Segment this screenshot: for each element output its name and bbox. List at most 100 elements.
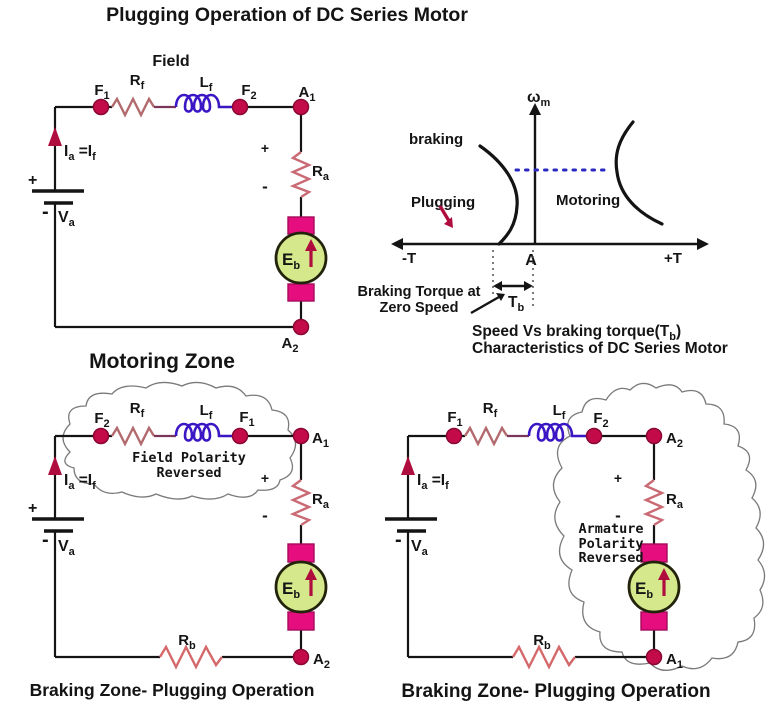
current-arrow-icon <box>401 456 415 475</box>
armature-plus-label: + <box>261 140 269 156</box>
braking-armature-reversed-circuit: - Va Ia =If Eb F1 Rf Lf F2 A2 A1 + <box>385 382 766 701</box>
battery <box>385 517 437 533</box>
armature-plus-label: + <box>261 470 269 486</box>
armature-resistor <box>289 151 312 199</box>
rf-label: Rf <box>483 400 498 420</box>
battery <box>32 517 84 533</box>
armature-minus-label: - <box>615 506 621 525</box>
tb-label: Tb <box>508 294 524 314</box>
a2-label: A2 <box>313 651 330 671</box>
field-reversed-note-line2: Reversed <box>156 465 221 481</box>
rb-label: Rb <box>178 632 196 652</box>
speed-axis-label: ωm <box>527 89 551 109</box>
node-a1 <box>292 427 310 445</box>
ra-label: Ra <box>312 491 330 511</box>
graph-caption-line2: Characteristics of DC Series Motor <box>472 340 728 357</box>
neg-torque-label: -T <box>402 250 416 267</box>
rf-label: Rf <box>130 72 145 92</box>
armature-resistor <box>289 479 312 527</box>
armature-plus-label: + <box>614 470 622 486</box>
f1-label: F1 <box>239 409 254 429</box>
ra-label: Ra <box>312 163 330 183</box>
braking-field-reversed-circuit: + - Va Ia =If Eb F2 Rf Lf F1 A1 A2 <box>28 381 330 700</box>
wire <box>53 434 303 659</box>
lf-label: Lf <box>200 74 213 94</box>
supply-plus-label: + <box>28 172 37 189</box>
f1-label: F1 <box>94 82 109 102</box>
node-a2 <box>645 427 663 445</box>
brake-resistor <box>511 644 576 670</box>
a2-label: A2 <box>282 335 299 355</box>
brush-top <box>287 216 315 235</box>
wire <box>406 434 656 659</box>
field-reversed-cloud <box>62 381 297 500</box>
tb-pointer-arrowhead-icon <box>496 293 505 301</box>
a1-label: A1 <box>666 651 683 671</box>
armature-reversed-cloud <box>552 382 766 671</box>
motor: Eb <box>274 543 328 631</box>
brush-bottom <box>287 283 315 302</box>
rf-label: Rf <box>130 400 145 420</box>
zero-speed-note-line1: Braking Torque at <box>358 284 481 300</box>
armature-minus-label: - <box>262 177 268 196</box>
tb-measure-left-arrowhead-icon <box>493 281 502 291</box>
current-arrow-icon <box>48 127 62 146</box>
node-a1 <box>292 98 310 116</box>
supply-minus-label: - <box>42 529 49 551</box>
plugging-arrowhead-icon <box>444 217 453 228</box>
motor: Eb <box>274 216 328 302</box>
node-a2 <box>292 318 310 336</box>
node-f2 <box>92 427 110 445</box>
armature-resistor <box>642 479 665 527</box>
field-resistor <box>463 425 509 447</box>
rb-label: Rb <box>533 632 551 652</box>
a1-label: A1 <box>299 84 316 104</box>
node-f1 <box>231 427 249 445</box>
x-axis-left-arrowhead-icon <box>391 238 403 250</box>
back-emf-label: Eb <box>282 250 300 272</box>
ra-label: Ra <box>666 491 684 511</box>
field-inductor <box>174 422 234 442</box>
armature-reversed-note-line1: Armature <box>578 521 643 537</box>
current-label: Ia =If <box>64 472 96 492</box>
node-a2 <box>292 648 310 666</box>
wire <box>53 105 303 329</box>
tb-pointer-line <box>470 295 500 315</box>
motor: Eb <box>627 543 681 631</box>
a2-label: A2 <box>666 430 683 450</box>
battery <box>32 189 84 205</box>
braking-zone-caption: Braking Zone- Plugging Operation <box>401 681 710 701</box>
supply-voltage-label: Va <box>58 538 76 558</box>
supply-minus-label: - <box>395 529 402 551</box>
lf-label: Lf <box>553 402 566 422</box>
node-a1 <box>645 648 663 666</box>
supply-plus-label: + <box>28 500 37 517</box>
back-emf-label: Eb <box>282 579 300 601</box>
armature-minus-label: - <box>262 506 268 525</box>
y-axis-arrowhead-icon <box>529 103 541 115</box>
supply-voltage-label: Va <box>58 209 76 229</box>
a1-label: A1 <box>312 430 329 450</box>
motoring-circuit: + - Va Ia =If Eb Field F1 Rf Lf F2 <box>28 53 330 373</box>
brush-top <box>287 543 315 563</box>
node-f2 <box>231 98 249 116</box>
speed-torque-graph: ωm -T +T A braking Plugging Motoring Tb … <box>358 89 728 357</box>
field-resistor <box>110 425 156 447</box>
f2-label: F2 <box>94 410 109 430</box>
pos-torque-label: +T <box>664 250 682 267</box>
current-label: Ia =If <box>417 472 449 492</box>
page-title: Plugging Operation of DC Series Motor <box>106 4 468 26</box>
supply-minus-label: - <box>42 201 49 223</box>
field-inductor <box>527 422 587 442</box>
plugging-label: Plugging <box>411 194 475 211</box>
armature-reversed-note-line3: Reversed <box>578 550 643 566</box>
braking-zone-caption: Braking Zone- Plugging Operation <box>30 680 315 700</box>
current-label: Ia =If <box>64 143 96 163</box>
motoring-curve <box>614 120 664 226</box>
f2-label: F2 <box>241 82 256 102</box>
field-reversed-note-line1: Field Polarity <box>132 450 246 466</box>
motoring-zone-caption: Motoring Zone <box>89 350 235 373</box>
zero-speed-note-line2: Zero Speed <box>380 300 459 316</box>
brush-top <box>640 543 668 563</box>
